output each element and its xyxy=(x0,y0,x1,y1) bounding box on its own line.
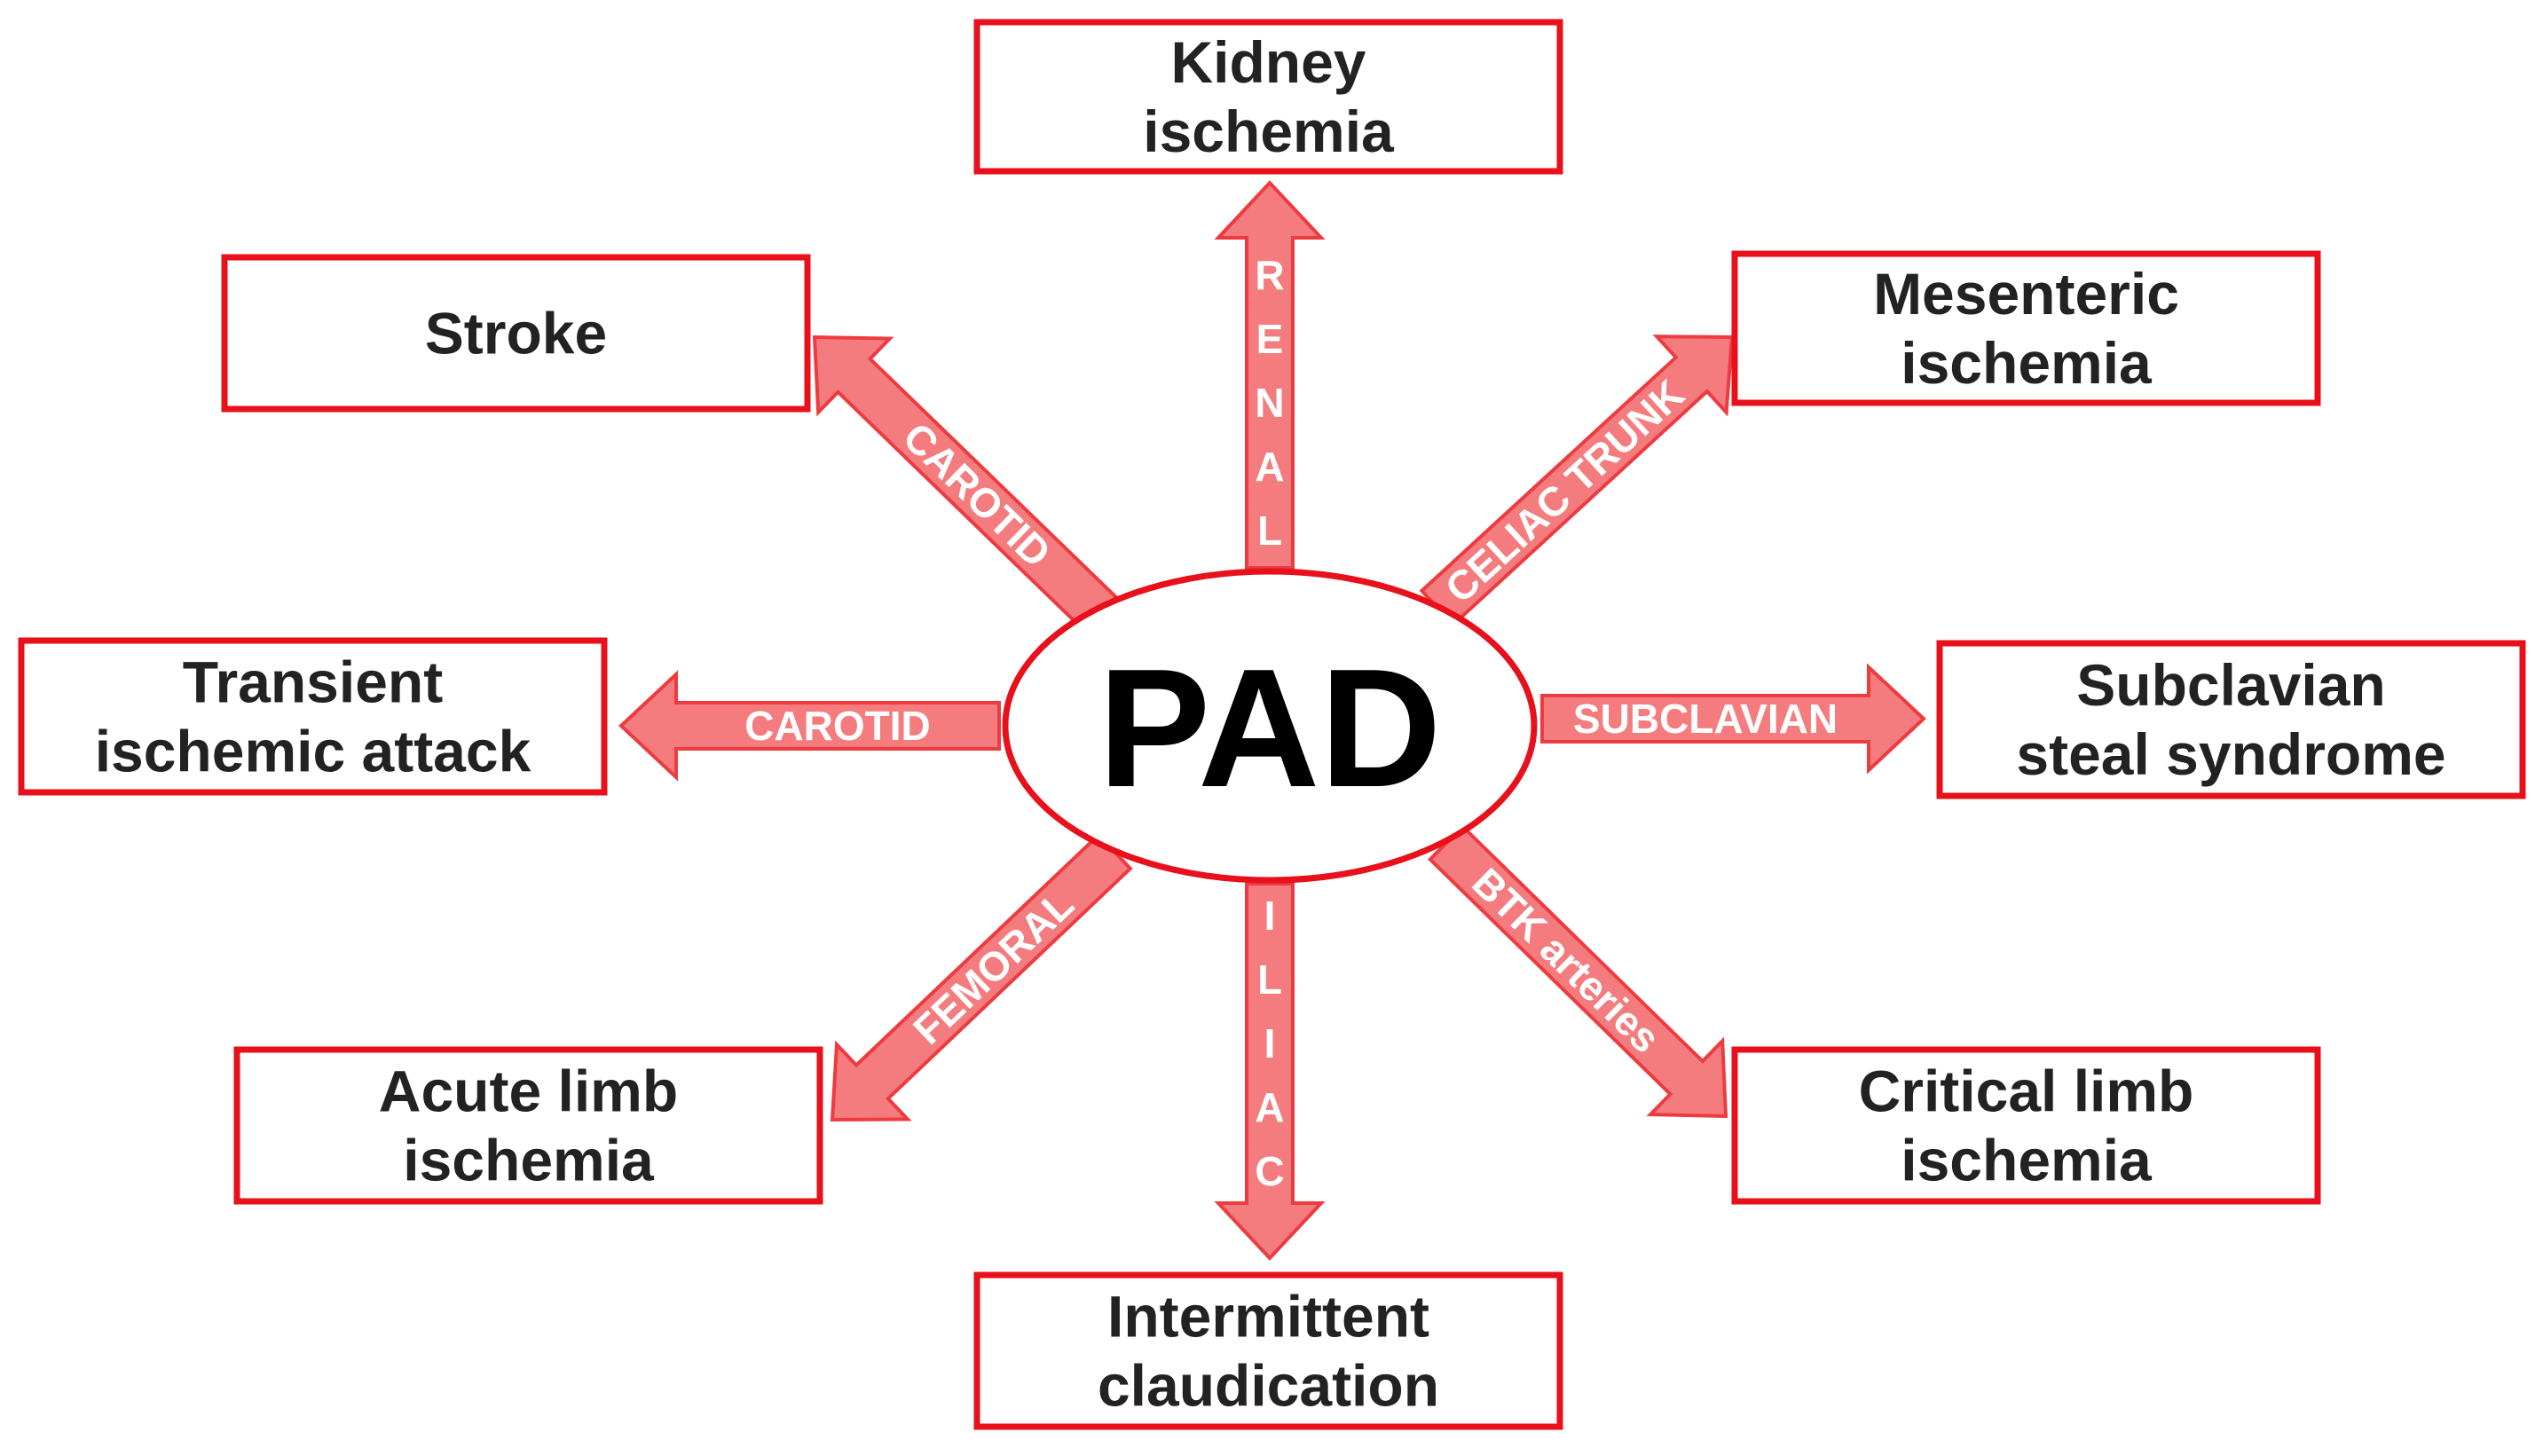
celiac-arrow: CELIAC TRUNK xyxy=(1419,334,1735,627)
claudication-box-frame xyxy=(973,1271,1563,1430)
btk-arrow-label: BTK arteries xyxy=(1463,859,1669,1061)
celiac-arrow-label: CELIAC TRUNK xyxy=(1437,371,1693,612)
center-node: PAD xyxy=(1002,568,1538,884)
carotid-upper-arrow: CAROTID xyxy=(812,334,1119,634)
pad-label: PAD xyxy=(1098,634,1441,822)
femoral-arrow-label: FEMORAL xyxy=(904,881,1083,1053)
carotid-left-arrow-shape xyxy=(618,670,1001,782)
claudication-box-line-2: claudication xyxy=(1098,1353,1439,1419)
carotid-upper-arrow-label: CAROTID xyxy=(894,413,1060,576)
celiac-arrow-shape xyxy=(1419,334,1735,627)
critical-limb-box-frame xyxy=(1731,1046,2321,1205)
subclavian-steal-box-frame xyxy=(1936,640,2526,799)
tia-box-line-2: ischemic attack xyxy=(95,719,531,784)
femoral-arrow: FEMORAL xyxy=(830,832,1133,1122)
critical-limb-box-line-2: ischemia xyxy=(1901,1128,2153,1193)
subclavian-steal-box-line-2: steal syndrome xyxy=(2016,721,2445,787)
iliac-arrow-shape xyxy=(1214,882,1326,1261)
renal-arrow-shape xyxy=(1214,180,1326,570)
femoral-arrow-shape xyxy=(830,832,1133,1122)
carotid-upper-arrow-shape xyxy=(812,334,1119,634)
kidney-ischemia-box-line-2: ischemia xyxy=(1143,98,1395,164)
critical-limb-box-line-1: Critical limb xyxy=(1859,1059,2194,1124)
mesenteric-ischemia-box-line-2: ischemia xyxy=(1901,330,2153,396)
claudication-box-line-1: Intermittent xyxy=(1107,1284,1429,1350)
acute-limb-box-line-1: Acute limb xyxy=(379,1059,678,1124)
kidney-ischemia-box-line-1: Kidney xyxy=(1170,29,1366,95)
stroke-box: Stroke xyxy=(221,254,811,413)
pad-ellipse xyxy=(1002,568,1538,884)
btk-arrow: BTK arteries xyxy=(1427,823,1728,1119)
subclavian-arrow-shape xyxy=(1540,663,1926,775)
mesenteric-ischemia-box-line-1: Mesenteric xyxy=(1873,261,2179,327)
kidney-ischemia-box-frame xyxy=(973,19,1563,175)
subclavian-steal-box-line-1: Subclavian xyxy=(2076,652,2385,718)
tia-box-line-1: Transient xyxy=(183,649,443,715)
carotid-left-arrow-label: CAROTID xyxy=(744,703,931,749)
acute-limb-box-frame xyxy=(233,1046,823,1205)
subclavian-arrow-label: SUBCLAVIAN xyxy=(1573,696,1838,742)
outcome-boxes: KidneyischemiaMesentericischemiaSubclavi… xyxy=(18,19,2526,1430)
btk-arrow-shape xyxy=(1427,823,1728,1119)
tia-box-frame xyxy=(18,637,608,796)
carotid-left-arrow: CAROTID xyxy=(618,670,1001,782)
mesenteric-ischemia-box-frame xyxy=(1731,250,2321,406)
acute-limb-box-line-2: ischemia xyxy=(403,1128,655,1193)
stroke-box-line-1: Stroke xyxy=(425,301,607,366)
subclavian-arrow: SUBCLAVIAN xyxy=(1540,663,1926,775)
stroke-box-frame xyxy=(221,254,811,413)
